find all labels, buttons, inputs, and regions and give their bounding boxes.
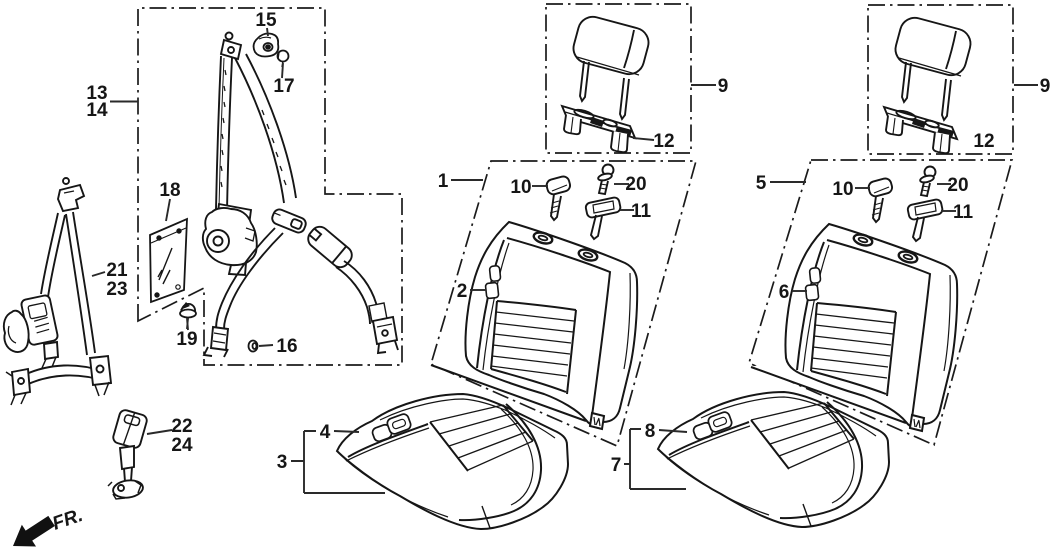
svg-text:5: 5 <box>756 173 767 194</box>
svg-text:12: 12 <box>973 131 994 152</box>
svg-text:13: 13 <box>86 83 107 104</box>
svg-text:10: 10 <box>832 179 853 200</box>
svg-text:9: 9 <box>718 76 729 97</box>
svg-text:22: 22 <box>171 416 192 437</box>
svg-text:18: 18 <box>159 180 180 201</box>
svg-text:24: 24 <box>171 435 193 456</box>
svg-text:2: 2 <box>457 281 468 302</box>
svg-text:4: 4 <box>320 422 331 443</box>
svg-text:20: 20 <box>625 174 646 195</box>
svg-text:6: 6 <box>779 282 790 303</box>
svg-text:14: 14 <box>86 100 108 121</box>
svg-text:15: 15 <box>255 10 277 31</box>
svg-text:3: 3 <box>277 452 288 473</box>
svg-text:7: 7 <box>611 455 622 476</box>
svg-text:19: 19 <box>176 329 197 350</box>
svg-text:23: 23 <box>106 279 127 300</box>
svg-text:11: 11 <box>953 202 974 223</box>
svg-text:9: 9 <box>1040 76 1051 97</box>
svg-text:21: 21 <box>106 260 128 281</box>
svg-text:16: 16 <box>276 336 297 357</box>
svg-text:10: 10 <box>510 177 531 198</box>
svg-text:11: 11 <box>631 201 652 222</box>
svg-text:20: 20 <box>947 175 968 196</box>
svg-text:1: 1 <box>438 171 449 192</box>
svg-text:12: 12 <box>653 131 674 152</box>
svg-text:17: 17 <box>273 76 294 97</box>
svg-text:8: 8 <box>645 421 656 442</box>
